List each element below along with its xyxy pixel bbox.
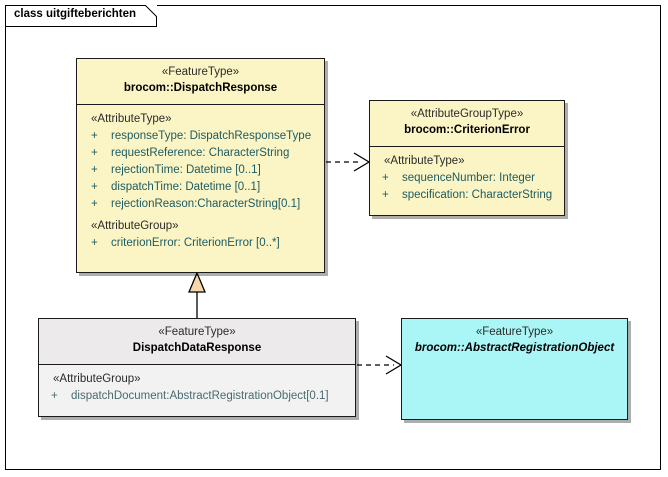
attribute-row[interactable]: + sequenceNumber: Integer bbox=[370, 170, 564, 187]
class-header-abstract-registration-object: «FeatureType» brocom::AbstractRegistrati… bbox=[402, 319, 627, 365]
visibility-marker: + bbox=[382, 189, 389, 201]
attribute-row[interactable]: + requestReference: CharacterString bbox=[77, 145, 324, 162]
compartment-group-label: «AttributeType» bbox=[91, 113, 172, 125]
visibility-marker: + bbox=[91, 237, 98, 249]
compartment-group-label: «AttributeGroup» bbox=[91, 220, 179, 232]
attribute-row[interactable]: + rejectionTime: Datetime [0..1] bbox=[77, 162, 324, 179]
stereotype-label: «AttributeGroupType» bbox=[410, 108, 524, 120]
class-header-dispatch-response: «FeatureType» brocom::DispatchResponse bbox=[77, 59, 324, 105]
class-body-abstract-registration-object bbox=[402, 365, 627, 375]
class-name-label: brocom::AbstractRegistrationObject bbox=[414, 342, 615, 354]
attribute-label: dispatchDocument:AbstractRegistrationObj… bbox=[71, 390, 329, 402]
class-box-dispatch-response[interactable]: «FeatureType» brocom::DispatchResponse «… bbox=[76, 58, 325, 273]
compartment-group-label: «AttributeType» bbox=[384, 155, 465, 167]
class-name-label: DispatchDataResponse bbox=[132, 342, 262, 354]
attribute-label: criterionError: CriterionError [0..*] bbox=[111, 237, 280, 249]
attribute-label: dispatchTime: Datetime [0..1] bbox=[111, 181, 261, 193]
visibility-marker: + bbox=[51, 390, 58, 402]
attribute-row[interactable]: + specification: CharacterString bbox=[370, 187, 564, 204]
visibility-marker: + bbox=[91, 198, 98, 210]
attribute-row[interactable]: + rejectionReason:CharacterString[0.1] bbox=[77, 196, 324, 213]
diagram-frame-tab: class uitgifteberichten bbox=[5, 5, 157, 27]
attribute-label: specification: CharacterString bbox=[402, 189, 553, 201]
class-box-criterion-error[interactable]: «AttributeGroupType» brocom::CriterionEr… bbox=[369, 100, 565, 216]
attribute-label: requestReference: CharacterString bbox=[111, 147, 290, 159]
visibility-marker: + bbox=[382, 172, 389, 184]
stereotype-label: «FeatureType» bbox=[475, 326, 554, 338]
attribute-row[interactable]: + criterionError: CriterionError [0..*] bbox=[77, 235, 324, 252]
visibility-marker: + bbox=[91, 164, 98, 176]
frame-tab-shape bbox=[5, 5, 157, 27]
class-box-abstract-registration-object[interactable]: «FeatureType» brocom::AbstractRegistrati… bbox=[401, 318, 628, 420]
attribute-row[interactable]: + dispatchDocument:AbstractRegistrationO… bbox=[39, 388, 355, 405]
class-box-dispatch-data-response[interactable]: «FeatureType» DispatchDataResponse «Attr… bbox=[38, 318, 356, 417]
diagram-title: class uitgifteberichten bbox=[14, 8, 137, 20]
class-body-criterion-error: «AttributeType» + sequenceNumber: Intege… bbox=[370, 147, 564, 208]
visibility-marker: + bbox=[91, 181, 98, 193]
attribute-label: rejectionReason:CharacterString[0.1] bbox=[111, 198, 301, 210]
compartment-group-label: «AttributeGroup» bbox=[53, 373, 141, 385]
stereotype-label: «FeatureType» bbox=[158, 326, 236, 338]
stereotype-label: «FeatureType» bbox=[161, 66, 240, 78]
class-header-criterion-error: «AttributeGroupType» brocom::CriterionEr… bbox=[370, 101, 564, 147]
class-name-label: brocom::CriterionError bbox=[404, 124, 530, 136]
attribute-row[interactable]: + responseType: DispatchResponseType bbox=[77, 128, 324, 145]
class-body-dispatch-response: «AttributeType» + responseType: Dispatch… bbox=[77, 105, 324, 256]
attribute-label: responseType: DispatchResponseType bbox=[111, 130, 312, 142]
attribute-label: sequenceNumber: Integer bbox=[402, 172, 535, 184]
visibility-marker: + bbox=[91, 147, 98, 159]
attribute-label: rejectionTime: Datetime [0..1] bbox=[111, 164, 261, 176]
class-name-label: brocom::DispatchResponse bbox=[123, 82, 278, 94]
visibility-marker: + bbox=[91, 130, 98, 142]
diagram-frame bbox=[5, 5, 661, 470]
class-body-dispatch-data-response: «AttributeGroup» + dispatchDocument:Abst… bbox=[39, 365, 355, 409]
attribute-row[interactable]: + dispatchTime: Datetime [0..1] bbox=[77, 179, 324, 196]
class-header-dispatch-data-response: «FeatureType» DispatchDataResponse bbox=[39, 319, 355, 365]
